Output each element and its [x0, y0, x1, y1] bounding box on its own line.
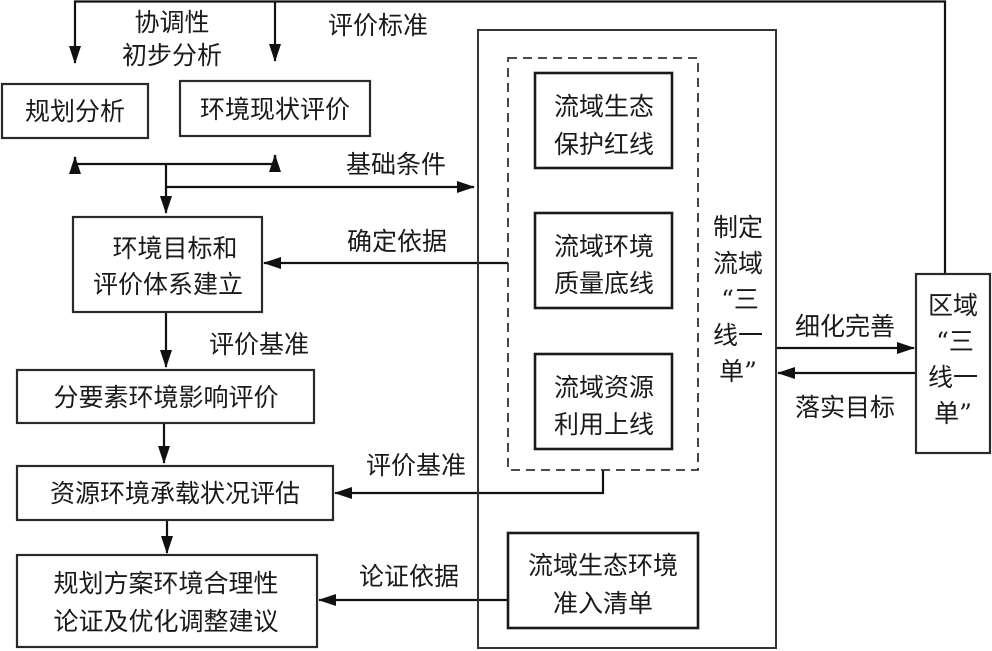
text-env-quality-baseline-1: 流域环境: [554, 232, 654, 261]
text-plan-rationality-2: 论证及优化调整建议: [53, 607, 278, 636]
text-resource-upper-limit-2: 利用上线: [554, 410, 654, 439]
text-eco-redline-1: 流域生态: [554, 92, 654, 121]
container-label-3: “三: [721, 285, 759, 314]
label-determine-basis: 确定依据: [347, 227, 447, 256]
text-env-quality-baseline-2: 质量底线: [554, 269, 654, 298]
label-eval-benchmark-2: 评价基准: [366, 451, 466, 480]
box-plan-rationality: [15, 553, 319, 649]
box-env-status-eval: [178, 79, 372, 138]
label-basic-conditions: 基础条件: [346, 150, 446, 179]
label-eval-benchmark-1: 评价基准: [209, 330, 309, 359]
text-regional-3: 线一: [928, 363, 978, 392]
bus-to-plan-analysis: [73, 157, 166, 166]
box-access-list: [506, 531, 700, 630]
label-refine-improve: 细化完善: [795, 312, 895, 341]
basin-three-lines-container: [477, 29, 777, 649]
text-carrying-capacity-eval: 资源环境承载状况评估: [50, 479, 300, 508]
text-regional-2: “三: [936, 327, 974, 356]
feedback-line-top: [69, 0, 947, 274]
text-eco-redline-2: 保护红线: [554, 130, 654, 159]
text-regional-1: 区域: [928, 291, 978, 320]
box-env-quality-baseline: [533, 211, 674, 310]
box-regional-three-lines: [914, 272, 992, 455]
container-label-1: 制定: [713, 213, 763, 242]
three-lines-dashed-group: [507, 57, 699, 471]
text-factor-impact-eval: 分要素环境影响评价: [53, 383, 278, 412]
container-label-5: 单”: [719, 357, 757, 386]
text-env-target-system-1: 环境目标和: [112, 234, 237, 263]
box-carrying-capacity-eval: [15, 464, 335, 522]
box-plan-analysis: [0, 82, 150, 140]
text-plan-rationality-1: 规划方案环境合理性: [53, 569, 278, 598]
bus-to-env-status: [166, 155, 277, 166]
arrow-eval-benchmark-2: [334, 470, 605, 499]
text-plan-analysis: 规划分析: [25, 97, 125, 126]
text-resource-upper-limit-1: 流域资源: [554, 373, 654, 402]
container-label-4: 线一: [713, 321, 763, 350]
text-env-status-eval: 环境现状评价: [200, 95, 350, 124]
text-access-list-2: 准入清单: [553, 589, 653, 618]
label-coordination-1: 协调性: [134, 8, 209, 37]
box-resource-upper-limit: [533, 352, 674, 451]
label-implement-targets: 落实目标: [795, 393, 895, 422]
label-eval-standard-top: 评价标准: [328, 11, 428, 40]
box-eco-redline: [533, 71, 674, 170]
text-regional-4: 单”: [934, 399, 972, 428]
label-coordination-2: 初步分析: [122, 41, 222, 70]
box-factor-impact-eval: [15, 368, 316, 425]
text-env-target-system-2: 评价体系建立: [93, 270, 243, 299]
container-label-2: 流域: [713, 249, 763, 278]
box-env-target-system: [71, 215, 264, 314]
label-demonstration-basis: 论证依据: [359, 562, 459, 591]
text-access-list-1: 流域生态环境: [528, 551, 678, 580]
